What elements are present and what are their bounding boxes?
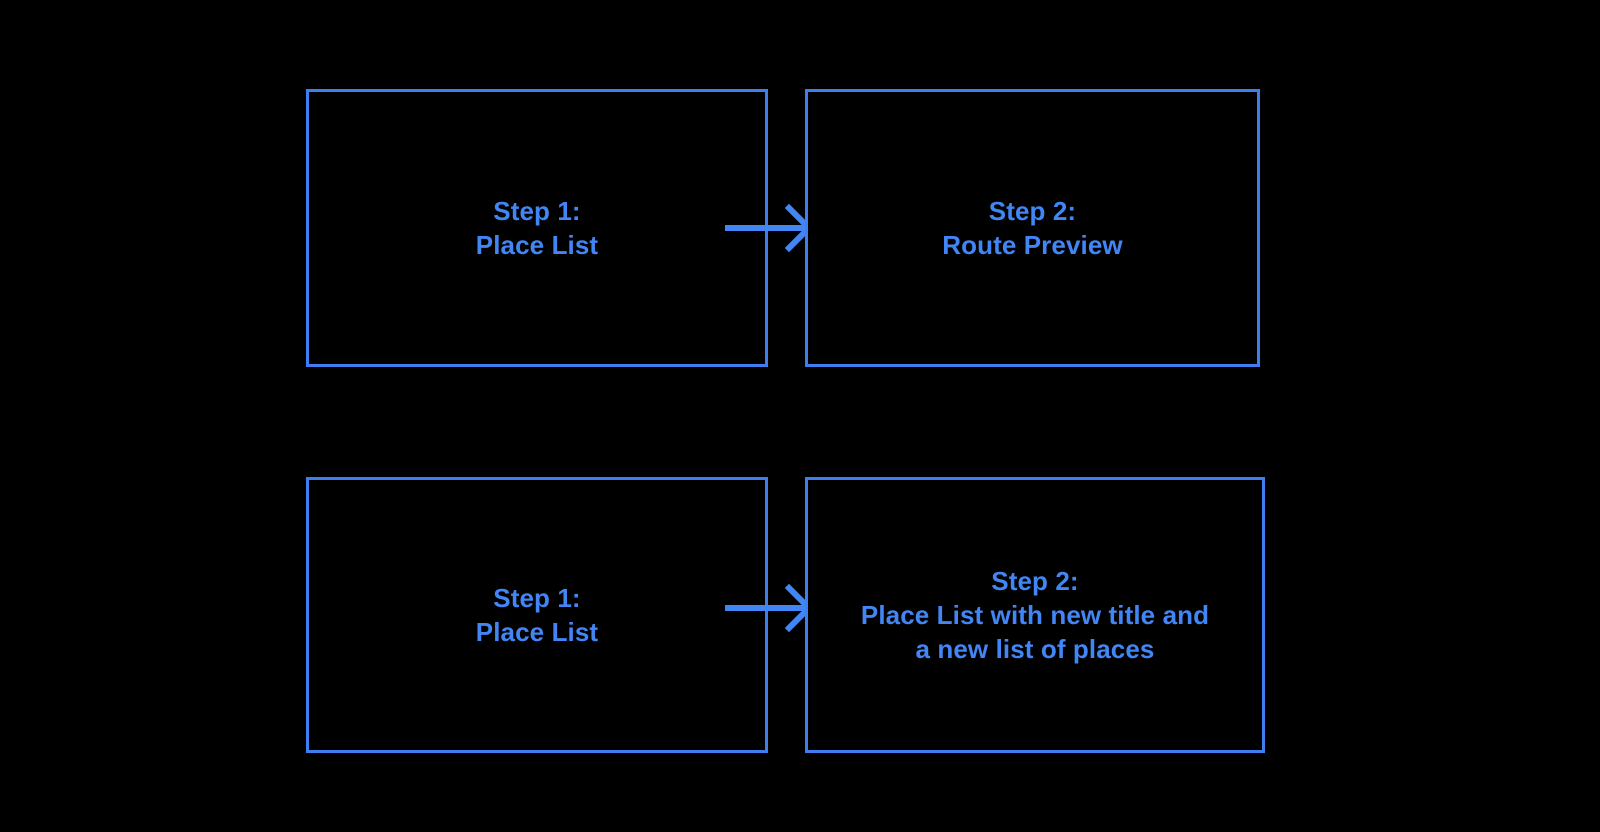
step-box-label: Step 1: Place List bbox=[475, 582, 599, 647]
step-box-label: Step 2: Place List with new title and a … bbox=[860, 565, 1210, 665]
step-box-step1-place-list-top[interactable]: Step 1: Place List bbox=[306, 89, 768, 367]
step-box-label: Step 1: Place List bbox=[475, 195, 599, 260]
step-box-step2-route-preview[interactable]: Step 2: Route Preview bbox=[805, 89, 1260, 367]
flow-row-route-preview: Step 1: Place List Step 2: Route Preview bbox=[0, 89, 1600, 367]
step-box-step2-new-place-list[interactable]: Step 2: Place List with new title and a … bbox=[805, 477, 1265, 753]
flow-row-new-list: Step 1: Place List Step 2: Place List wi… bbox=[0, 477, 1600, 753]
step-box-label: Step 2: Route Preview bbox=[942, 195, 1123, 260]
step-box-step1-place-list-bottom[interactable]: Step 1: Place List bbox=[306, 477, 768, 753]
